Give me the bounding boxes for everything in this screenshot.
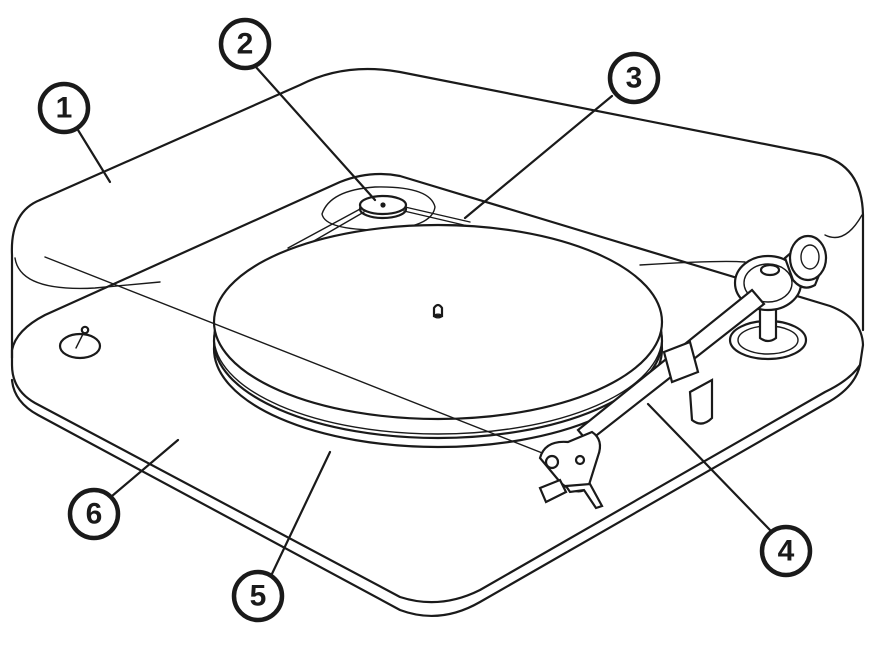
- svg-text:3: 3: [626, 62, 643, 95]
- plinth-base: [10, 172, 865, 618]
- leader-5: [268, 450, 332, 580]
- svg-text:1: 1: [56, 92, 73, 125]
- speed-switch: [58, 325, 102, 360]
- leader-lines: [76, 64, 772, 580]
- dust-cover: [10, 67, 865, 360]
- callout-2: 2: [218, 17, 272, 71]
- callout-4: 4: [759, 524, 813, 578]
- svg-text:4: 4: [778, 535, 795, 568]
- motor-pulley: [358, 194, 408, 220]
- leader-4: [646, 402, 772, 532]
- svg-text:6: 6: [86, 498, 103, 531]
- svg-text:2: 2: [237, 28, 254, 61]
- lid-reflection-line: [44, 256, 561, 461]
- platter: [212, 223, 664, 449]
- tonearm: [538, 234, 828, 510]
- svg-text:5: 5: [250, 580, 267, 613]
- callout-1: 1: [37, 81, 91, 135]
- callout-6: 6: [67, 487, 121, 541]
- leader-3: [463, 94, 614, 220]
- callout-3: 3: [607, 51, 661, 105]
- leader-6: [110, 438, 180, 498]
- leader-1: [76, 128, 112, 184]
- spindle: [432, 303, 444, 319]
- callout-5: 5: [231, 569, 285, 623]
- leader-2: [253, 64, 377, 202]
